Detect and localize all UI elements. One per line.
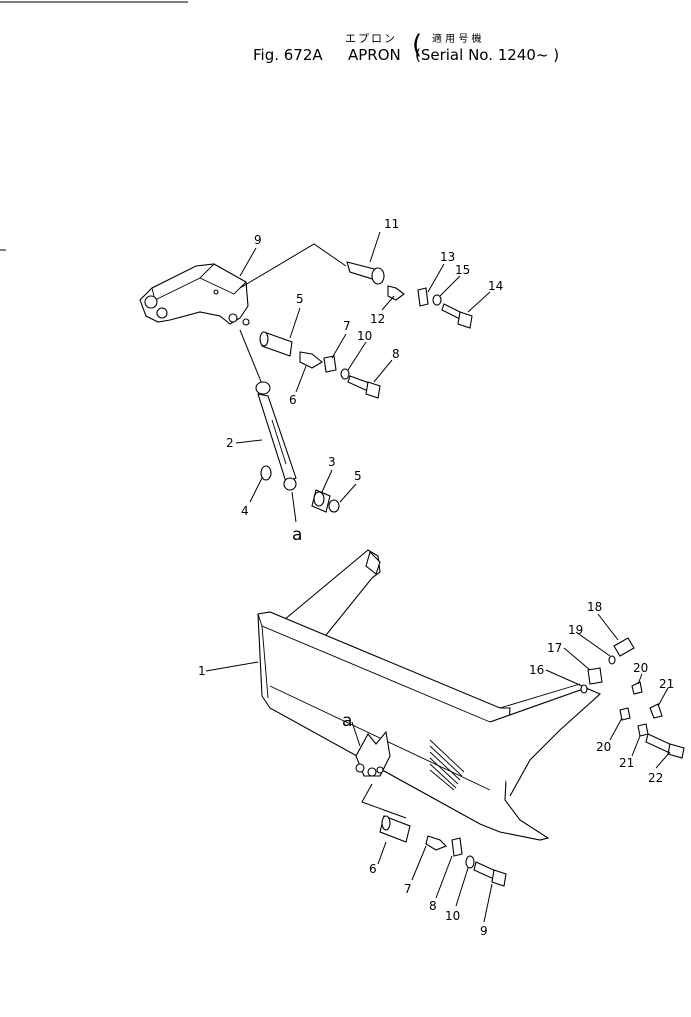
callout-7a: 6 xyxy=(289,393,297,407)
connection-letter-a-lower: a xyxy=(342,711,352,731)
pin-part-6-lower xyxy=(379,815,411,843)
callout-1: 1 xyxy=(198,664,206,678)
leader-bracket-lower-pin xyxy=(361,783,407,819)
apron-vents xyxy=(429,739,465,791)
callout-13: 13 xyxy=(440,250,455,264)
bolt-part-18 xyxy=(613,637,635,657)
title-katakana: エプロン xyxy=(345,32,397,45)
serial-open-paren: ( xyxy=(412,30,423,60)
bushing-part-5-right xyxy=(328,499,340,513)
figure-number: Fig. 672A xyxy=(253,46,323,64)
bolt-part-9-upper xyxy=(347,375,381,399)
callout-6a: 5 xyxy=(296,292,304,306)
bushing-part-5-left xyxy=(260,465,272,481)
cylinder-part-3 xyxy=(255,381,297,491)
callout-10b: 10 xyxy=(445,909,460,923)
callout-21b: 21 xyxy=(619,756,634,770)
bushing-part-4 xyxy=(311,489,331,513)
washer-part-15 xyxy=(432,294,442,306)
callout-19: 19 xyxy=(568,623,583,637)
washer-part-10-lower xyxy=(465,855,475,869)
callout-15: 15 xyxy=(455,263,470,277)
callout-22: 22 xyxy=(648,771,663,785)
leader-a-lower xyxy=(351,721,361,747)
callout-11: 11 xyxy=(384,217,399,231)
spring-pin-part-7-upper xyxy=(299,351,323,369)
leader-bracket-cylinder xyxy=(239,329,263,385)
clip-part-20-lower xyxy=(619,707,631,721)
leader-a-upper xyxy=(291,491,297,523)
bolt-part-22 xyxy=(645,733,685,759)
pin-part-6-upper xyxy=(259,331,293,357)
callout-6b: 6 xyxy=(369,862,377,876)
callout-2: 9 xyxy=(254,233,262,247)
callout-18: 18 xyxy=(587,600,602,614)
nut-part-17 xyxy=(587,667,603,685)
bolt-part-14 xyxy=(441,303,473,329)
callout-5a: 4 xyxy=(241,504,249,518)
callout-4: 3 xyxy=(328,455,336,469)
callout-7b: 7 xyxy=(404,882,412,896)
callout-5b: 5 xyxy=(354,469,362,483)
figure-title: APRON xyxy=(348,46,401,64)
washer-part-10-upper xyxy=(340,368,350,380)
spring-pin-part-12 xyxy=(387,285,405,301)
callout-8a: 7 xyxy=(343,319,351,333)
callout-21a: 21 xyxy=(659,677,674,691)
connection-letter-a-upper: a xyxy=(292,525,302,545)
callout-12: 12 xyxy=(370,312,385,326)
callout-14: 14 xyxy=(488,279,503,293)
callout-3: 2 xyxy=(226,436,234,450)
bolt-part-9-lower xyxy=(473,861,507,887)
plate-part-8-upper xyxy=(323,355,337,373)
callout-9b: 9 xyxy=(480,924,488,938)
plate-part-13 xyxy=(417,287,429,307)
callout-20b: 20 xyxy=(596,740,611,754)
pin-part-11 xyxy=(346,261,385,285)
callout-16: 16 xyxy=(529,663,544,677)
callout-9a: 8 xyxy=(392,347,400,361)
spring-pin-part-7-lower xyxy=(425,835,447,851)
clip-part-20-upper xyxy=(631,681,643,695)
arm-bracket-part-2 xyxy=(139,263,250,326)
apron-part-1 xyxy=(257,549,602,841)
callout-20a: 20 xyxy=(633,661,648,675)
washer-part-19 xyxy=(608,655,616,665)
clip-part-21-lower xyxy=(637,723,649,737)
serial-range: (Serial No. 1240~ ) xyxy=(415,46,560,64)
callout-17: 17 xyxy=(547,641,562,655)
callout-8b: 8 xyxy=(429,899,437,913)
callout-10a: 10 xyxy=(357,329,372,343)
serial-japanese-label: 適 用 号 機 xyxy=(432,34,482,45)
clip-part-21-upper xyxy=(649,703,663,719)
plate-part-8-lower xyxy=(451,837,463,857)
pin-part-16 xyxy=(580,684,588,694)
leader-bracket-pin11 xyxy=(239,243,347,289)
leader-lines xyxy=(205,231,671,923)
